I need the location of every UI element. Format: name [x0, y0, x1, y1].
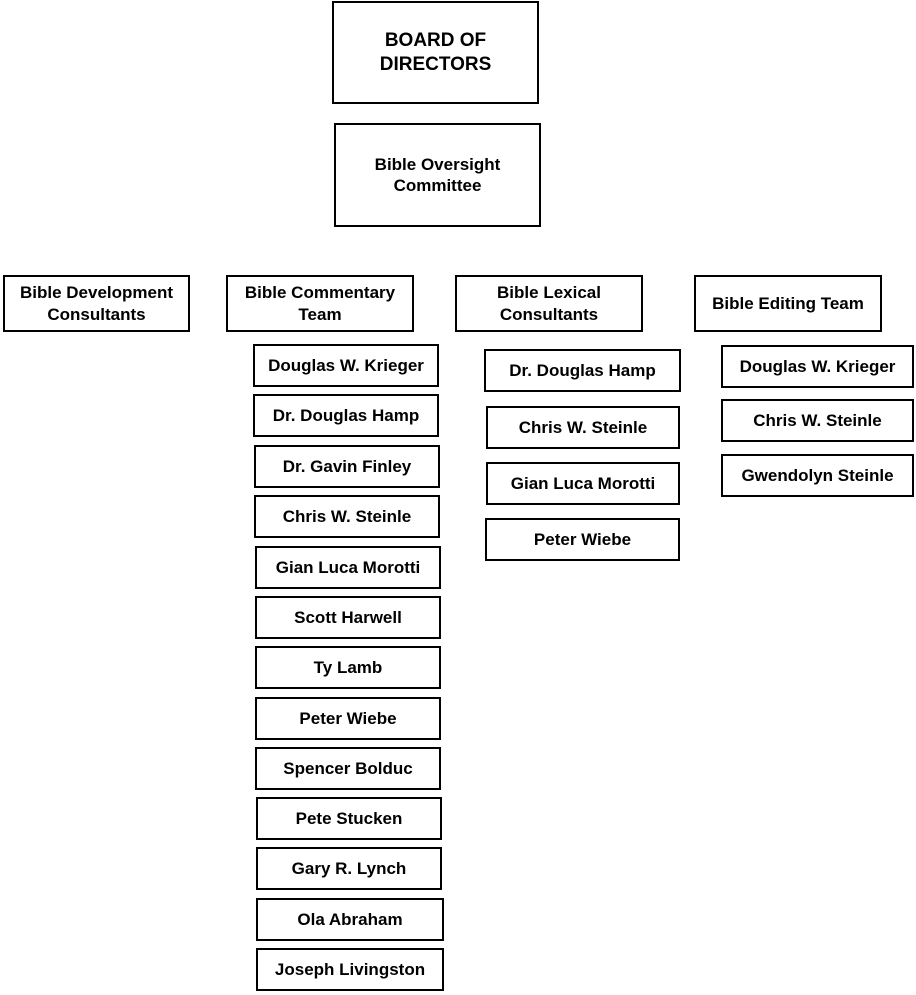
bible-oversight-committee-label: Bible Oversight Committee — [374, 154, 501, 195]
member-name: Peter Wiebe — [299, 708, 397, 728]
member-box: Ty Lamb — [255, 646, 441, 689]
member-box: Joseph Livingston — [256, 948, 444, 991]
member-box: Chris W. Steinle — [254, 495, 440, 538]
member-box: Spencer Bolduc — [255, 747, 441, 790]
member-name: Ty Lamb — [313, 657, 383, 677]
member-box: Gwendolyn Steinle — [721, 454, 914, 497]
dept-title: Bible Commentary Team — [244, 283, 396, 324]
member-name: Gwendolyn Steinle — [741, 465, 894, 485]
board-of-directors-label: BOARD OF DIRECTORS — [379, 29, 492, 75]
member-box: Douglas W. Krieger — [253, 344, 439, 387]
member-name: Gian Luca Morotti — [275, 557, 421, 577]
member-name: Peter Wiebe — [533, 529, 632, 549]
member-box: Peter Wiebe — [485, 518, 680, 561]
member-name: Scott Harwell — [294, 607, 402, 627]
member-name: Douglas W. Krieger — [268, 355, 424, 375]
member-name: Chris W. Steinle — [282, 506, 412, 526]
member-name: Joseph Livingston — [274, 959, 426, 979]
member-box: Dr. Douglas Hamp — [484, 349, 681, 392]
dept-bible-editing-team: Bible Editing Team — [694, 275, 882, 332]
member-name: Dr. Gavin Finley — [282, 456, 412, 476]
member-name: Chris W. Steinle — [753, 410, 882, 430]
dept-title: Bible Editing Team — [712, 293, 864, 313]
dept-title: Bible Development Consultants — [19, 283, 174, 324]
member-name: Gary R. Lynch — [291, 858, 407, 878]
member-box: Pete Stucken — [256, 797, 442, 840]
member-name: Douglas W. Krieger — [739, 356, 896, 376]
member-name: Chris W. Steinle — [518, 417, 648, 437]
member-name: Ola Abraham — [297, 909, 403, 929]
member-box: Gian Luca Morotti — [486, 462, 680, 505]
dept-title: Bible Lexical Consultants — [497, 283, 601, 324]
member-name: Dr. Douglas Hamp — [272, 405, 420, 425]
member-box: Chris W. Steinle — [486, 406, 680, 449]
bible-oversight-committee-box: Bible Oversight Committee — [334, 123, 541, 227]
member-box: Chris W. Steinle — [721, 399, 914, 442]
member-box: Ola Abraham — [256, 898, 444, 941]
dept-bible-lexical-consultants: Bible Lexical Consultants — [455, 275, 643, 332]
member-box: Douglas W. Krieger — [721, 345, 914, 388]
member-name: Spencer Bolduc — [283, 758, 413, 778]
member-box: Gian Luca Morotti — [255, 546, 441, 589]
member-box: Peter Wiebe — [255, 697, 441, 740]
board-of-directors-box: BOARD OF DIRECTORS — [332, 1, 539, 104]
member-name: Dr. Douglas Hamp — [509, 360, 656, 380]
member-box: Gary R. Lynch — [256, 847, 442, 890]
member-box: Dr. Douglas Hamp — [253, 394, 439, 437]
member-name: Pete Stucken — [295, 808, 403, 828]
dept-bible-development-consultants: Bible Development Consultants — [3, 275, 190, 332]
member-name: Gian Luca Morotti — [510, 473, 656, 493]
member-box: Dr. Gavin Finley — [254, 445, 440, 488]
member-box: Scott Harwell — [255, 596, 441, 639]
dept-bible-commentary-team: Bible Commentary Team — [226, 275, 414, 332]
